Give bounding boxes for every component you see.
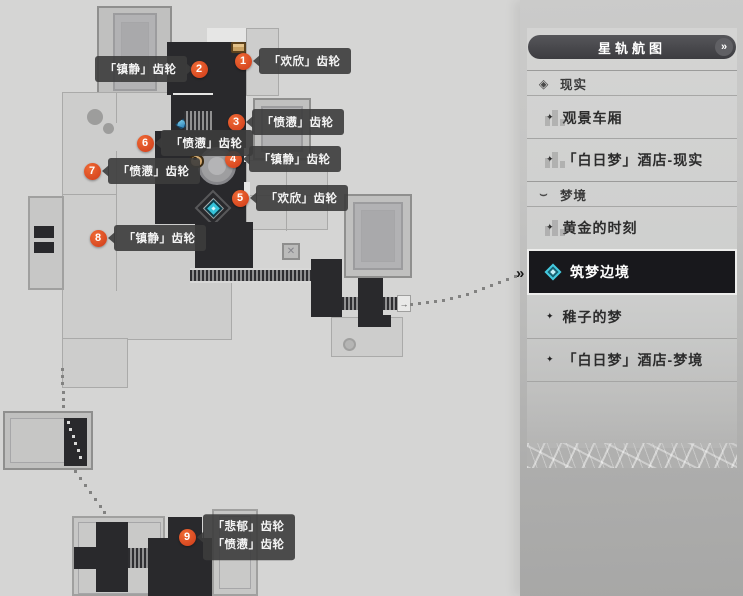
block-east-1: [311, 259, 342, 317]
map-marker-8[interactable]: 8 「镇静」齿轮: [89, 225, 206, 251]
treasure-chest-icon[interactable]: [231, 42, 246, 53]
marker-tooltip: 「镇静」齿轮: [248, 146, 341, 172]
marker-pin[interactable]: 7: [83, 162, 101, 180]
building-bottom-left: [72, 516, 165, 596]
map-marker-3[interactable]: 3 「愤懑」齿轮: [227, 109, 344, 135]
building-small-left: [3, 411, 93, 470]
map-title: 星轨航图: [597, 40, 666, 56]
map-marker-9[interactable]: 9 「悲郁」齿轮 「愤懑」齿轮: [178, 514, 295, 560]
location-label: 筑梦边境: [570, 264, 630, 280]
location-label: 黄金的时刻: [562, 219, 638, 236]
chevron-double-right-icon[interactable]: »: [715, 38, 733, 56]
marker-tooltip: 「愤懑」齿轮: [107, 158, 200, 184]
section-label: 现实: [560, 77, 588, 92]
map-marker-6[interactable]: 6 「愤懑」齿轮: [136, 130, 253, 156]
marker-tooltip: 「欢欣」齿轮: [255, 185, 348, 211]
marker-pin[interactable]: 8: [89, 229, 107, 247]
building-far-right: [344, 194, 412, 278]
landmark-silhouette-icon: [543, 218, 569, 236]
plaza-lower-left: [62, 338, 128, 388]
location-label: 「白日梦」酒店-梦境: [562, 351, 704, 368]
marker-tooltip: 「镇静」齿轮: [94, 56, 187, 82]
marker-tooltip: 「愤懑」齿轮: [251, 109, 344, 135]
location-label: 观景车厢: [562, 109, 623, 126]
crate-marker: ✕: [282, 243, 300, 260]
marker-tooltip: 「愤懑」齿轮: [160, 130, 253, 156]
landmark-silhouette-icon: [543, 150, 569, 168]
location-item-hotel-reality[interactable]: ✦ 「白日梦」酒店-现实: [527, 138, 737, 181]
marker-pin[interactable]: 3: [227, 113, 245, 131]
landmark-silhouette-icon: [543, 108, 569, 126]
star-bullet-icon: ✦: [546, 154, 555, 164]
map-marker-1[interactable]: 1 「欢欣」齿轮: [234, 48, 351, 74]
location-item-hotel-dreamscape[interactable]: ✦ 「白日梦」酒店-梦境: [527, 338, 737, 381]
marker-tooltip: 「欢欣」齿轮: [258, 48, 351, 74]
section-label: 梦境: [560, 188, 588, 203]
star-bullet-icon: ✦: [546, 354, 555, 364]
location-label: 「白日梦」酒店-现实: [562, 151, 704, 168]
section-dreamscape: ⌣ 梦境: [527, 181, 737, 207]
exit-arrow-icon: →: [397, 295, 411, 312]
marker-pin[interactable]: 5: [231, 189, 249, 207]
annex-left: [28, 196, 64, 290]
map-marker-2[interactable]: 2 「镇静」齿轮: [94, 56, 208, 82]
star-bullet-icon: ✦: [546, 222, 555, 232]
compass-eye-icon: ◈: [538, 76, 550, 91]
marker-tooltip: 「镇静」齿轮: [113, 225, 206, 251]
map-marker-5[interactable]: 5 「欢欣」齿轮: [231, 185, 348, 211]
star-bullet-icon: ✦: [546, 311, 555, 321]
marker-pin[interactable]: 1: [234, 52, 252, 70]
marker-pin[interactable]: 2: [190, 60, 208, 78]
corridor-main: [190, 268, 311, 283]
marker-pin[interactable]: 9: [178, 528, 196, 546]
star-bullet-icon: ✦: [546, 112, 555, 122]
location-item-viewing-carriage[interactable]: ✦ 观景车厢: [527, 96, 737, 139]
map-marker-7[interactable]: 7 「愤懑」齿轮: [83, 158, 200, 184]
corridor-east-1: [342, 297, 358, 310]
wave-icon: ⌣: [539, 186, 549, 201]
marker-pin[interactable]: 6: [136, 134, 154, 152]
location-item-dreams-edge-selected[interactable]: » 筑梦边境: [516, 249, 737, 295]
block-east-2: [358, 278, 383, 327]
selected-pointer-icon: »: [516, 265, 526, 282]
location-label: 稚子的梦: [562, 308, 623, 325]
location-item-childs-dream[interactable]: ✦ 稚子的梦: [527, 295, 737, 338]
map-sidebar: 星轨航图 » ◈ 现实 ✦ 观景车厢 ✦ 「白日梦」酒店-现实 ⌣ 梦境: [516, 0, 743, 596]
location-item-golden-hour[interactable]: ✦ 黄金的时刻: [527, 206, 737, 249]
marker-tooltip: 「悲郁」齿轮 「愤懑」齿轮: [202, 514, 295, 560]
section-reality: ◈ 现实: [527, 70, 737, 96]
building-top-left: [97, 6, 172, 98]
corridor-top: [207, 28, 247, 44]
location-panel: 星轨航图 » ◈ 现实 ✦ 观景车厢 ✦ 「白日梦」酒店-现实 ⌣ 梦境: [516, 28, 737, 448]
dream-diamond-icon: [544, 263, 562, 281]
corridor-east-2: [383, 297, 397, 310]
map-marker-4[interactable]: 4 「镇静」齿轮: [224, 146, 341, 172]
map-title-button[interactable]: 星轨航图 »: [528, 35, 736, 59]
